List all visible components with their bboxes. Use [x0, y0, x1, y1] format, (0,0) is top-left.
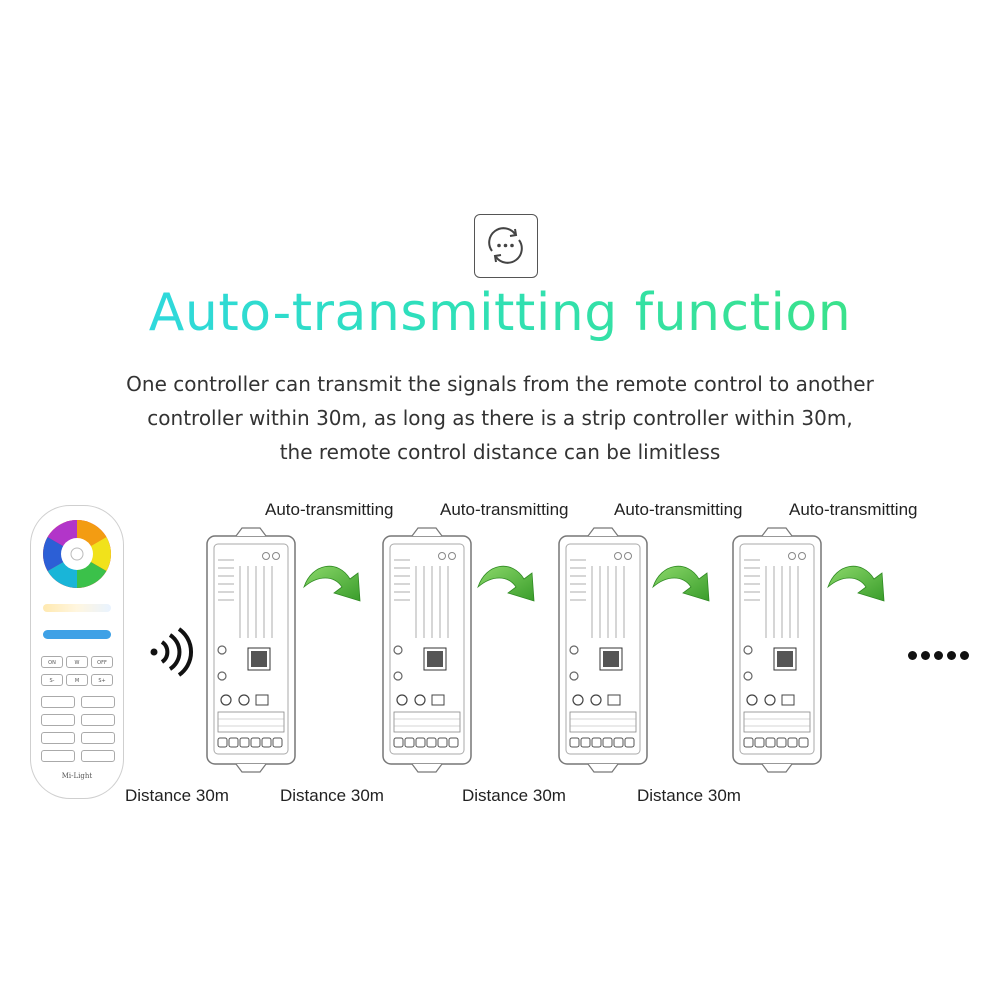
zone-button[interactable]: [41, 750, 75, 762]
curved-arrow-icon: [303, 565, 361, 602]
distance-label: Distance 30m: [637, 786, 741, 805]
curved-arrow-icon: [477, 565, 535, 602]
zone-button[interactable]: [41, 714, 75, 726]
wireless-signal-icon: [150, 627, 193, 677]
strip-controller: [206, 527, 296, 773]
page-title: Auto-transmitting function: [0, 278, 1000, 348]
distance-label: Distance 30m: [125, 786, 229, 805]
brightness-slider[interactable]: [43, 630, 111, 639]
auto-transmitting-label: Auto-transmitting: [789, 500, 918, 519]
zone-button[interactable]: [41, 732, 75, 744]
distance-label: Distance 30m: [280, 786, 384, 805]
sync-icon-box: [474, 214, 538, 278]
speed-up-button[interactable]: S+: [91, 674, 113, 686]
zone-button[interactable]: [81, 696, 115, 708]
strip-controller: [732, 527, 822, 773]
zone-button[interactable]: [81, 732, 115, 744]
off-button[interactable]: OFF: [91, 656, 113, 668]
on-button[interactable]: ON: [41, 656, 63, 668]
speed-down-button[interactable]: S-: [41, 674, 63, 686]
continuation-ellipsis: [908, 645, 973, 664]
remote-control: ON W OFF S- M S+ Mi-Light: [30, 505, 124, 799]
warm-white-slider[interactable]: [43, 604, 111, 612]
remote-brand-logo: Mi-Light: [61, 772, 93, 780]
description-line-1: One controller can transmit the signals …: [126, 372, 874, 396]
sync-dots-icon: [488, 227, 523, 264]
zone-button[interactable]: [41, 696, 75, 708]
strip-controller: [558, 527, 648, 773]
curved-arrow-icon: [652, 565, 710, 602]
distance-label: Distance 30m: [462, 786, 566, 805]
description-line-3: the remote control distance can be limit…: [279, 440, 721, 464]
strip-controller: [382, 527, 472, 773]
zone-button[interactable]: [81, 750, 115, 762]
description-line-2: controller within 30m, as long as there …: [147, 406, 853, 430]
w-button[interactable]: W: [66, 656, 88, 668]
color-wheel-icon: [43, 520, 111, 588]
auto-transmitting-label: Auto-transmitting: [614, 500, 743, 519]
curved-arrow-icon: [827, 565, 885, 602]
zone-button[interactable]: [81, 714, 115, 726]
auto-transmitting-label: Auto-transmitting: [265, 500, 394, 519]
auto-transmitting-label: Auto-transmitting: [440, 500, 569, 519]
mode-button[interactable]: M: [66, 674, 88, 686]
